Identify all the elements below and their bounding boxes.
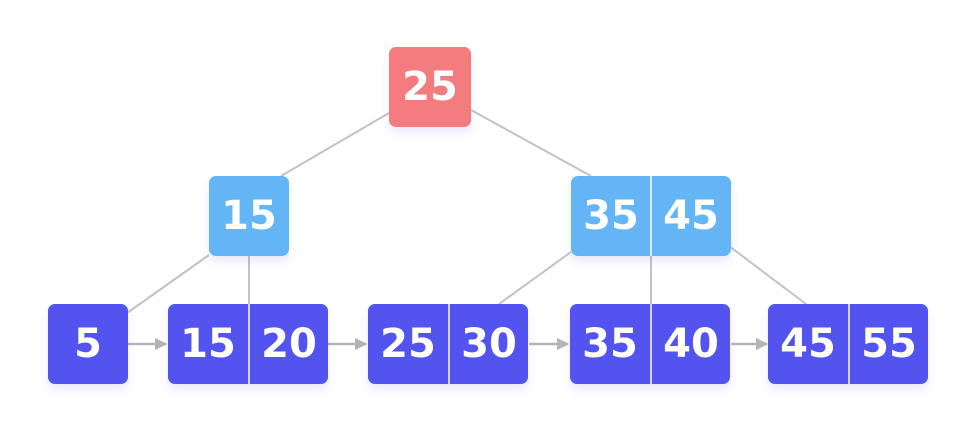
edge-root-to-internal-left bbox=[280, 112, 390, 177]
leaf-node-5: 45 55 bbox=[768, 304, 928, 384]
leaf-4-key-1: 35 bbox=[582, 321, 638, 367]
tree-edges bbox=[126, 109, 807, 314]
internal-left-key-1: 15 bbox=[221, 193, 277, 239]
leaf-node-1: 5 bbox=[48, 304, 128, 384]
root-key-1: 25 bbox=[402, 64, 458, 110]
leaf-3-key-1: 25 bbox=[380, 321, 436, 367]
leaf-3-key-2: 30 bbox=[461, 321, 517, 367]
leaf-5-key-2: 55 bbox=[861, 321, 917, 367]
internal-right-key-1: 35 bbox=[583, 193, 639, 239]
leaf-node-2: 15 20 bbox=[168, 304, 328, 384]
edge-internal-right-to-leaf-3 bbox=[498, 251, 572, 305]
root-node: 25 bbox=[389, 47, 471, 127]
edge-internal-left-to-leaf-1 bbox=[126, 254, 210, 314]
leaf-node-3: 25 30 bbox=[368, 304, 528, 384]
leaf-2-key-1: 15 bbox=[180, 321, 236, 367]
internal-node-left: 15 bbox=[209, 176, 289, 256]
root-node-box bbox=[389, 47, 471, 127]
edge-internal-right-to-leaf-5 bbox=[728, 245, 807, 305]
leaf-4-key-2: 40 bbox=[663, 321, 719, 367]
edge-root-to-internal-right bbox=[470, 109, 592, 177]
leaf-1-key-1: 5 bbox=[74, 321, 102, 367]
internal-node-right: 35 45 bbox=[571, 176, 731, 256]
leaf-5-key-1: 45 bbox=[780, 321, 836, 367]
leaf-node-4: 35 40 bbox=[570, 304, 730, 384]
internal-right-key-2: 45 bbox=[663, 193, 719, 239]
internal-node-left-box bbox=[209, 176, 289, 256]
leaf-node-1-box bbox=[48, 304, 128, 384]
leaf-2-key-2: 20 bbox=[261, 321, 317, 367]
